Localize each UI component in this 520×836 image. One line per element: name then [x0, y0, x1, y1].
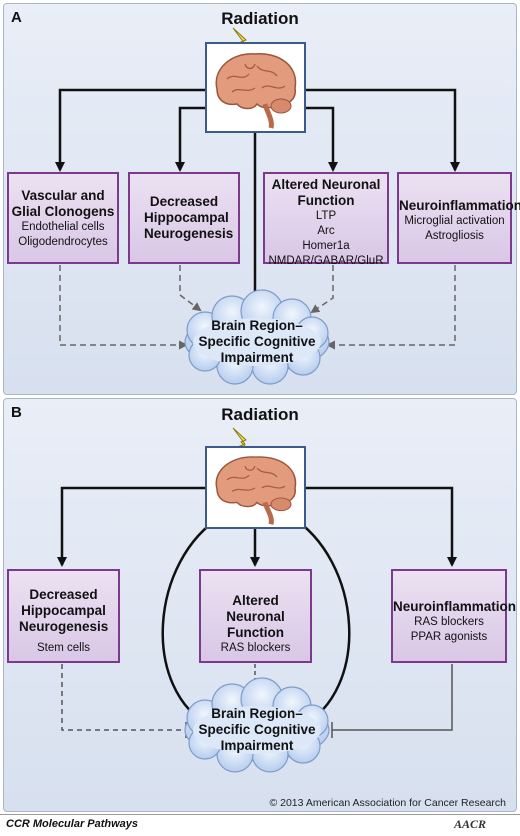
- box-subitem: Endothelial cells: [21, 221, 105, 233]
- box-heading: Decreased Hippocampal Neurogenesis: [19, 587, 109, 634]
- outcome-cognitive-impairment-a: Brain Region– Specific Cognitive Impairm…: [192, 318, 322, 366]
- outcome-line: Specific Cognitive: [198, 722, 316, 737]
- journal-name: CCR Molecular Pathways: [6, 818, 139, 830]
- box-heading: Vascular and Glial Clonogens: [11, 188, 115, 219]
- arrow-a-to-neuroinflammation: [306, 88, 460, 172]
- arrow-b-to-neurogenesis: [57, 486, 205, 567]
- box-subitem: Astrogliosis: [425, 230, 484, 242]
- outcome-cognitive-impairment-b: Brain Region– Specific Cognitive Impairm…: [192, 706, 322, 754]
- box-decreased-hippocampal-neurogenesis: Decreased Hippocampal Neurogenesis: [128, 172, 240, 264]
- outcome-line: Brain Region–: [211, 706, 303, 721]
- outcome-line: Impairment: [220, 350, 294, 365]
- box-subitem: LTP: [315, 210, 337, 222]
- box-altered-neuronal-function-b: Altered Neuronal Function RAS blockers: [199, 569, 312, 663]
- dashed-a-vascular: [59, 265, 188, 350]
- panel-a-letter: A: [11, 9, 22, 26]
- brain-icon: [215, 456, 297, 525]
- box-subitem: NMDAR/GABAR/GluR: [268, 255, 384, 267]
- brain-frame-b: [205, 446, 306, 529]
- outcome-line: Specific Cognitive: [198, 334, 316, 349]
- box-heading: Altered Neuronal Function: [271, 177, 381, 208]
- arrow-a-to-neuronal: [300, 106, 338, 172]
- curve-b-right: [289, 514, 351, 729]
- box-subitem: Homer1a: [302, 240, 350, 252]
- panel-a-title: Radiation: [221, 9, 299, 28]
- box-subitem: Microglial activation: [404, 215, 505, 227]
- dashed-a-neuroinflammation: [326, 265, 456, 350]
- copyright-notice: © 2013 American Association for Cancer R…: [269, 797, 506, 809]
- box-vascular-glial-clonogens: Vascular and Glial Clonogens Endothelial…: [7, 172, 119, 264]
- box-subitem: RAS blockers: [220, 642, 291, 654]
- arrow-a-to-vascular: [55, 88, 205, 172]
- curve-b-left: [161, 514, 223, 729]
- box-heading: Neuroinflammation: [393, 599, 517, 614]
- outcome-line: Brain Region–: [211, 318, 303, 333]
- box-neuroinflammation-b: Neuroinflammation RAS blockers PPAR agon…: [391, 569, 517, 663]
- aacr-logo: AACR: [453, 817, 486, 831]
- panel-b-title: Radiation: [221, 405, 299, 424]
- panel-b-letter: B: [11, 404, 22, 421]
- box-decreased-hippocampal-neurogenesis-b: Decreased Hippocampal Neurogenesis Stem …: [7, 569, 120, 663]
- box-heading: Decreased Hippocampal Neurogenesis: [144, 194, 234, 241]
- box-heading: Neuroinflammation: [399, 198, 520, 213]
- box-heading: Altered Neuronal Function: [226, 593, 285, 640]
- outcome-line: Impairment: [220, 738, 294, 753]
- box-subitem: PPAR agonists: [410, 631, 488, 643]
- arrow-b-to-neuroinflammation: [306, 486, 457, 567]
- box-neuroinflammation: Neuroinflammation Microglial activation …: [397, 172, 520, 264]
- box-altered-neuronal-function: Altered Neuronal Function LTP Arc Homer1…: [263, 172, 389, 267]
- arrow-a-to-neurogenesis: [175, 106, 210, 172]
- brain-icon: [215, 53, 297, 129]
- box-subitem: RAS blockers: [414, 616, 484, 628]
- footer-bar: CCR Molecular Pathways AACR: [0, 814, 520, 836]
- box-subitem: Arc: [317, 225, 335, 237]
- dashed-a-neurogenesis: [179, 265, 202, 312]
- box-subitem: Stem cells: [36, 642, 91, 654]
- brain-frame-a: [205, 42, 306, 133]
- box-subitem: Oligodendrocytes: [18, 236, 108, 248]
- dashed-a-neuronal: [310, 265, 334, 314]
